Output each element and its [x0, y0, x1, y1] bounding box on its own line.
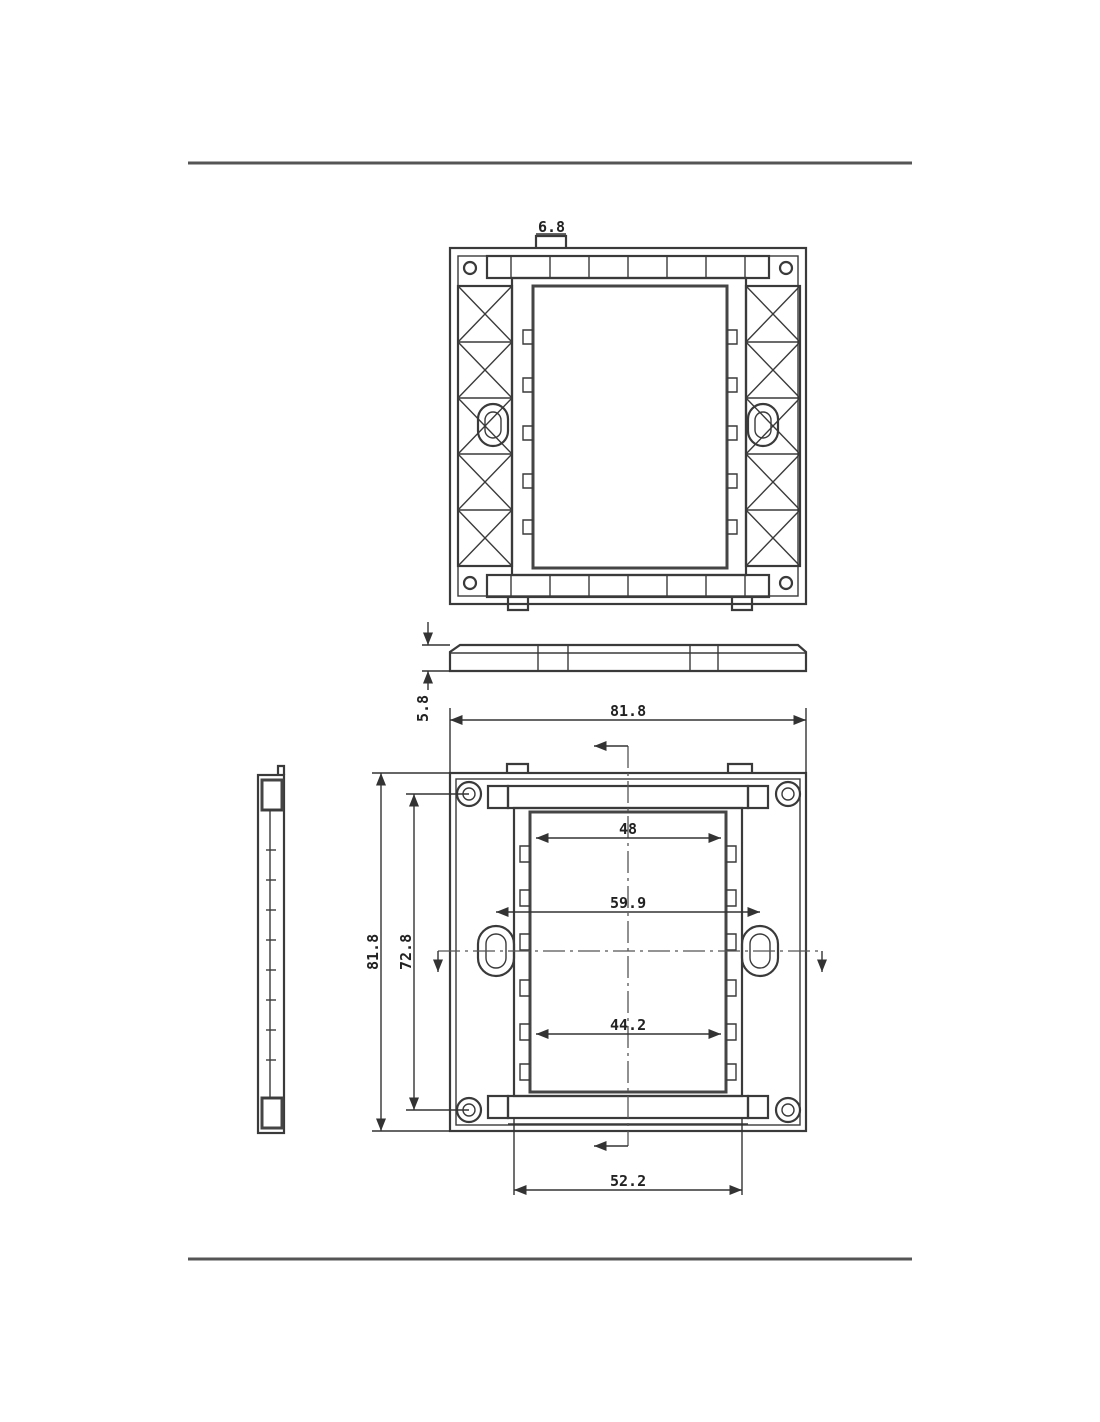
dim-thickness: 5.8: [414, 695, 432, 722]
left-section-view: [256, 764, 286, 1135]
side-profile-view: [448, 643, 808, 673]
dim-inner-height: 72.8: [397, 934, 415, 970]
dim-hole-spacing: 59.9: [610, 894, 646, 912]
dim-overall-width: 81.8: [610, 702, 646, 720]
dim-top-tab: 6.8: [538, 218, 565, 236]
dim-overall-height: 81.8: [364, 934, 382, 970]
dim-opening-top: 48: [619, 820, 637, 838]
top-view: [448, 234, 808, 612]
dim-base-width: 52.2: [610, 1172, 646, 1190]
dim-opening-bottom: 44.2: [610, 1016, 646, 1034]
